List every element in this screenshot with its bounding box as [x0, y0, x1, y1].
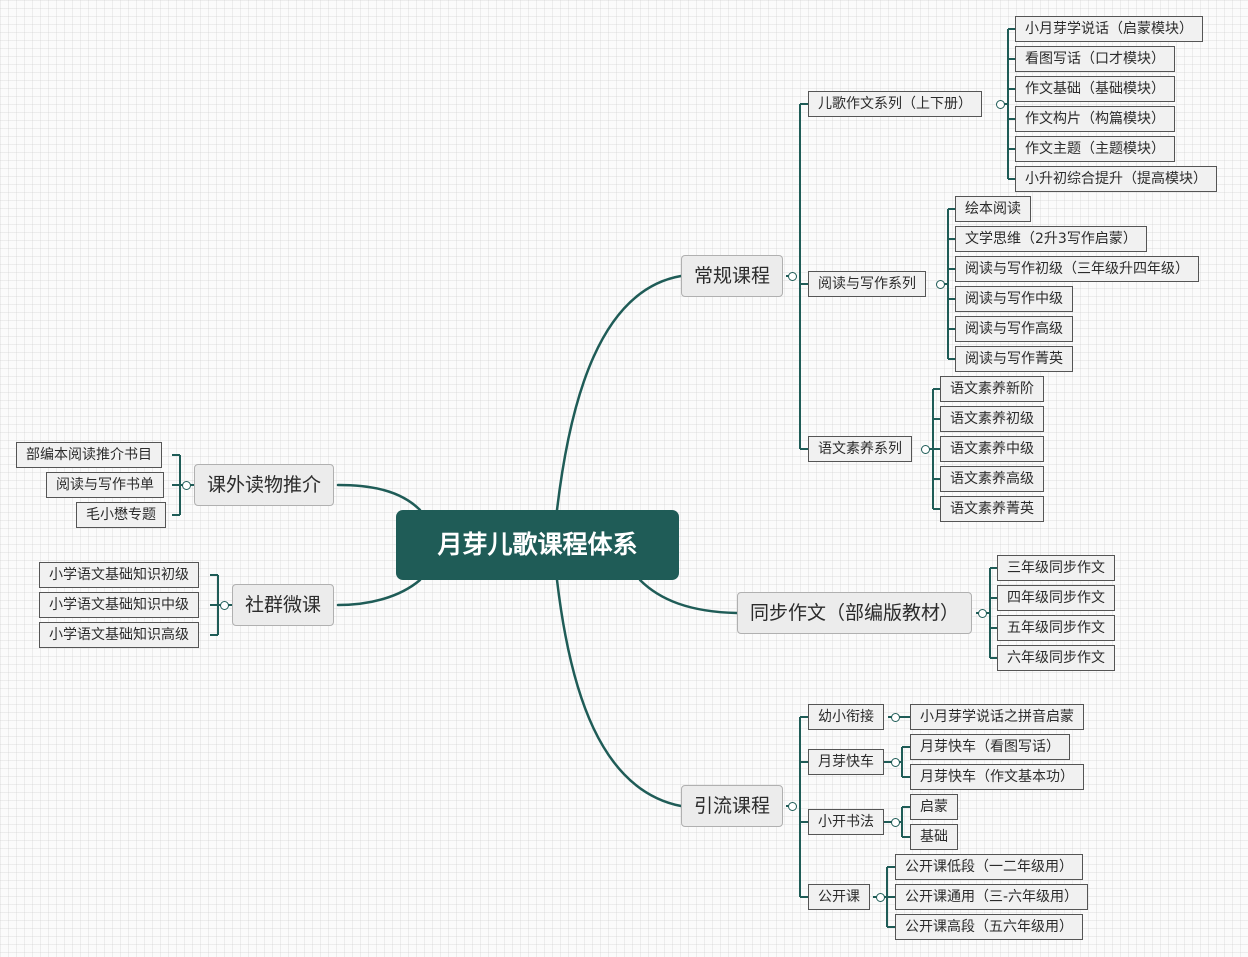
leaf-reading-2[interactable]: 阅读与写作初级（三年级升四年级） — [955, 256, 1199, 282]
subtopic-literacy[interactable]: 语文素养系列 — [808, 436, 912, 462]
leaf-nursery-4[interactable]: 作文主题（主题模块） — [1015, 136, 1175, 162]
collapse-toggle-lead-group-0[interactable] — [891, 713, 900, 722]
topic-sync[interactable]: 同步作文（部编版教材） — [737, 592, 973, 634]
link-lead — [555, 578, 683, 808]
leaf-lead-1-0[interactable]: 月芽快车（看图写话） — [910, 734, 1070, 760]
collapse-toggle-community[interactable] — [220, 601, 229, 610]
leaf-sync-1[interactable]: 四年级同步作文 — [997, 585, 1115, 611]
topic-extra[interactable]: 课外读物推介 — [194, 464, 335, 506]
leaf-reading-1[interactable]: 文学思维（2升3写作启蒙） — [955, 226, 1147, 252]
subtopic-nursery[interactable]: 儿歌作文系列（上下册） — [808, 91, 982, 117]
leaf-community-0[interactable]: 小学语文基础知识初级 — [39, 562, 199, 588]
leaf-nursery-0[interactable]: 小月芽学说话（启蒙模块） — [1015, 16, 1203, 42]
collapse-toggle-reading[interactable] — [936, 280, 945, 289]
topic-lead[interactable]: 引流课程 — [681, 785, 784, 827]
leaf-reading-3[interactable]: 阅读与写作中级 — [955, 286, 1073, 312]
central-topic[interactable]: 月芽儿歌课程体系 — [396, 510, 679, 580]
collapse-toggle-lead-group-2[interactable] — [891, 818, 900, 827]
link-community — [336, 578, 422, 607]
leaf-lead-3-0[interactable]: 公开课低段（一二年级用） — [895, 854, 1083, 880]
leaf-literacy-2[interactable]: 语文素养中级 — [940, 436, 1044, 462]
leaf-lead-3-1[interactable]: 公开课通用（三-六年级用） — [895, 884, 1089, 910]
leaf-sync-0[interactable]: 三年级同步作文 — [997, 555, 1115, 581]
leaf-sync-3[interactable]: 六年级同步作文 — [997, 645, 1115, 671]
leaf-literacy-4[interactable]: 语文素养菁英 — [940, 496, 1044, 522]
leaf-nursery-2[interactable]: 作文基础（基础模块） — [1015, 76, 1175, 102]
collapse-toggle-lead-group-3[interactable] — [876, 893, 885, 902]
collapse-toggle-regular[interactable] — [788, 272, 797, 281]
subtopic-lead-3[interactable]: 公开课 — [808, 884, 870, 910]
leaf-reading-5[interactable]: 阅读与写作菁英 — [955, 346, 1073, 372]
leaf-reading-4[interactable]: 阅读与写作高级 — [955, 316, 1073, 342]
leaf-lead-1-1[interactable]: 月芽快车（作文基本功） — [910, 764, 1084, 790]
leaf-reading-0[interactable]: 绘本阅读 — [955, 196, 1031, 222]
link-sync — [638, 578, 739, 615]
leaf-nursery-1[interactable]: 看图写话（口才模块） — [1015, 46, 1175, 72]
leaf-community-1[interactable]: 小学语文基础知识中级 — [39, 592, 199, 618]
leaf-lead-0-0[interactable]: 小月芽学说话之拼音启蒙 — [910, 704, 1084, 730]
topic-community[interactable]: 社群微课 — [232, 584, 335, 626]
link-extra — [336, 483, 422, 512]
leaf-sync-2[interactable]: 五年级同步作文 — [997, 615, 1115, 641]
collapse-toggle-nursery[interactable] — [996, 100, 1005, 109]
leaf-lead-2-0[interactable]: 启蒙 — [910, 794, 958, 820]
topic-regular[interactable]: 常规课程 — [681, 255, 784, 297]
subtopic-lead-0[interactable]: 幼小衔接 — [808, 704, 884, 730]
collapse-toggle-literacy[interactable] — [921, 445, 930, 454]
leaf-lead-3-2[interactable]: 公开课高段（五六年级用） — [895, 914, 1083, 940]
subtopic-lead-1[interactable]: 月芽快车 — [808, 749, 884, 775]
collapse-toggle-lead-group-1[interactable] — [891, 758, 900, 767]
subtopic-lead-2[interactable]: 小开书法 — [808, 809, 884, 835]
leaf-extra-1[interactable]: 阅读与写作书单 — [46, 472, 164, 498]
leaf-lead-2-1[interactable]: 基础 — [910, 824, 958, 850]
subtopic-reading[interactable]: 阅读与写作系列 — [808, 271, 926, 297]
leaf-extra-2[interactable]: 毛小懋专题 — [76, 502, 166, 528]
link-regular — [555, 274, 683, 512]
collapse-toggle-lead[interactable] — [788, 802, 797, 811]
leaf-community-2[interactable]: 小学语文基础知识高级 — [39, 622, 199, 648]
leaf-literacy-3[interactable]: 语文素养高级 — [940, 466, 1044, 492]
leaf-nursery-3[interactable]: 作文构片（构篇模块） — [1015, 106, 1175, 132]
leaf-extra-0[interactable]: 部编本阅读推介书目 — [16, 442, 162, 468]
leaf-literacy-1[interactable]: 语文素养初级 — [940, 406, 1044, 432]
leaf-nursery-5[interactable]: 小升初综合提升（提高模块） — [1015, 166, 1217, 192]
collapse-toggle-sync[interactable] — [978, 609, 987, 618]
leaf-literacy-0[interactable]: 语文素养新阶 — [940, 376, 1044, 402]
collapse-toggle-extra[interactable] — [182, 481, 191, 490]
